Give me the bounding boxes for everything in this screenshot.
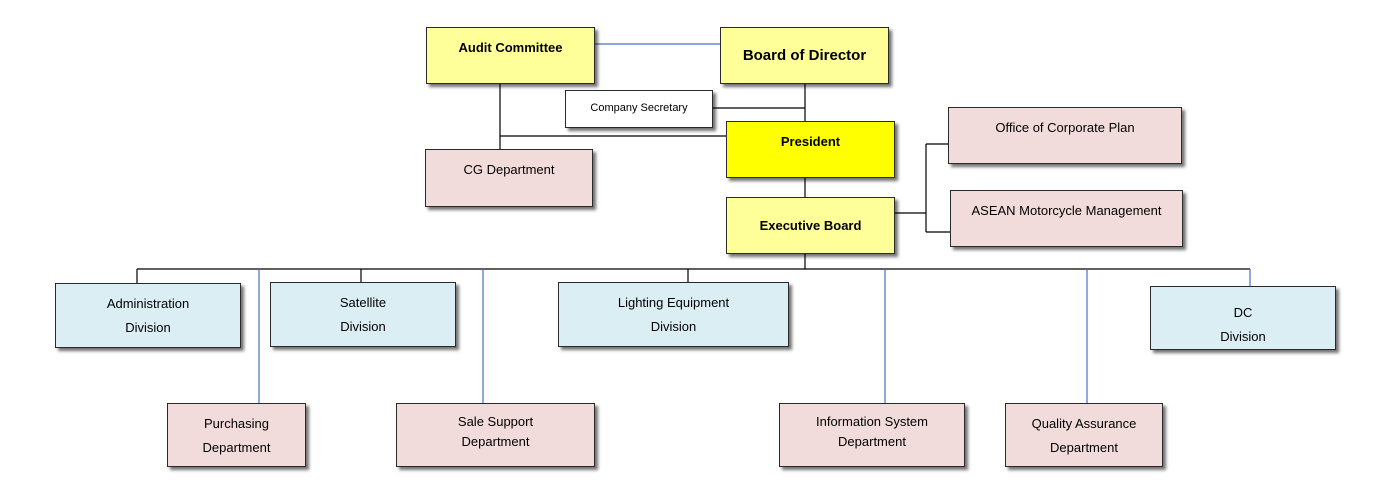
sale-support-department-box: Sale Support Department bbox=[396, 403, 595, 467]
quality-assurance-department-line2: Department bbox=[1050, 439, 1118, 455]
satellite-division-line2: Division bbox=[340, 318, 386, 334]
board-of-director-label: Board of Director bbox=[742, 46, 867, 64]
asean-motorcycle-management-box: ASEAN Motorcycle Management bbox=[950, 190, 1183, 247]
audit-committee-label: Audit Committee bbox=[458, 40, 563, 55]
board-of-director-box: Board of Director bbox=[720, 27, 889, 84]
dc-division-line1: DC bbox=[1233, 305, 1253, 320]
satellite-division-line1: Satellite bbox=[339, 295, 387, 310]
purchasing-department-box: Purchasing Department bbox=[167, 403, 306, 467]
purchasing-department-line2: Department bbox=[202, 439, 271, 455]
office-of-corporate-plan-label: Office of Corporate Plan bbox=[995, 120, 1135, 135]
quality-assurance-department-box: Quality Assurance Department bbox=[1005, 403, 1163, 467]
sale-support-department-line1: Sale Support bbox=[457, 414, 534, 429]
information-system-department-line1: Information System bbox=[816, 414, 928, 429]
dc-division-box: DC Division bbox=[1150, 286, 1336, 350]
cg-department-label: CG Department bbox=[463, 162, 555, 177]
information-system-department-box: Information System Department bbox=[779, 403, 965, 467]
president-label: President bbox=[780, 134, 841, 149]
sale-support-department-line2: Department bbox=[461, 433, 530, 449]
executive-board-label: Executive Board bbox=[759, 217, 862, 233]
lighting-equipment-division-line2: Division bbox=[650, 318, 697, 334]
lighting-equipment-division-box: Lighting Equipment Division bbox=[558, 282, 789, 347]
executive-board-box: Executive Board bbox=[726, 197, 895, 254]
cg-department-box: CG Department bbox=[425, 149, 593, 207]
company-secretary-label: Company Secretary bbox=[590, 102, 688, 115]
office-of-corporate-plan-box: Office of Corporate Plan bbox=[948, 107, 1182, 164]
quality-assurance-department-line1: Quality Assurance bbox=[1031, 416, 1137, 431]
administration-division-box: Administration Division bbox=[55, 283, 241, 348]
president-box: President bbox=[726, 121, 895, 178]
company-secretary-box: Company Secretary bbox=[565, 90, 713, 128]
administration-division-line2: Division bbox=[125, 319, 171, 335]
purchasing-department-line1: Purchasing bbox=[203, 416, 270, 431]
asean-motorcycle-management-label: ASEAN Motorcycle Management bbox=[971, 203, 1162, 218]
dc-division-line2: Division bbox=[1220, 328, 1266, 344]
administration-division-line1: Administration bbox=[106, 296, 190, 311]
information-system-department-line2: Department bbox=[838, 433, 906, 449]
audit-committee-box: Audit Committee bbox=[426, 27, 595, 84]
lighting-equipment-division-line1: Lighting Equipment bbox=[617, 295, 730, 310]
satellite-division-box: Satellite Division bbox=[270, 282, 456, 347]
